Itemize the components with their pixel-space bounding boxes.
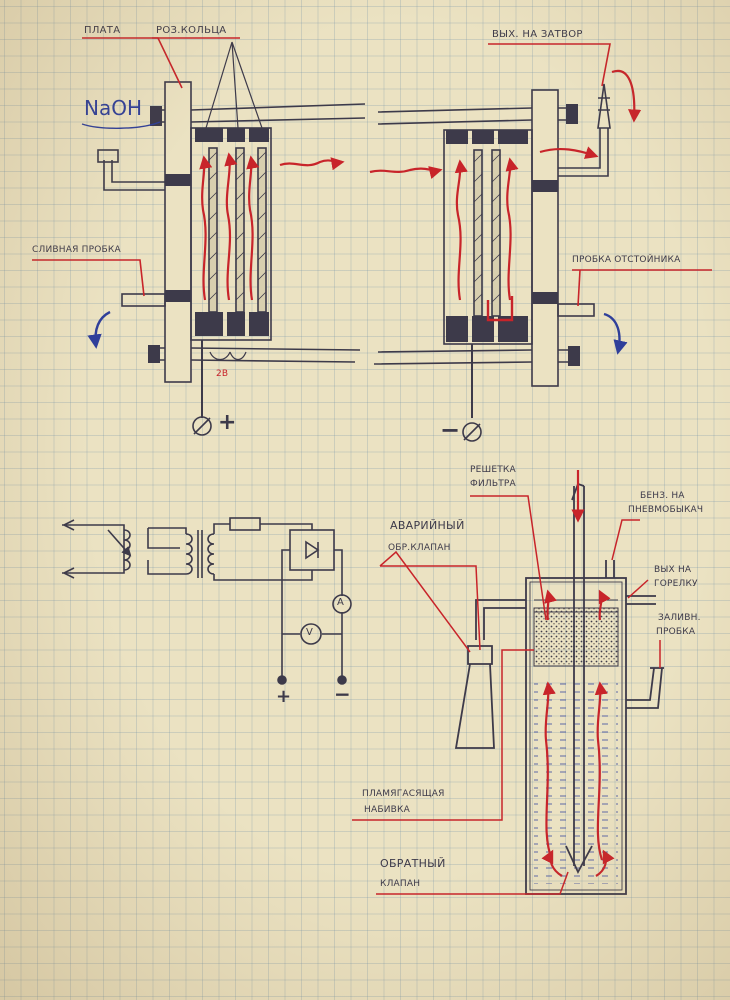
fill-plug-label-1: ЗАЛИВН. xyxy=(658,613,701,623)
rings-label: РОЗ.КОЛЬЦА xyxy=(156,25,227,36)
burner-outlet-label-2: ГОРЕЛКУ xyxy=(654,579,698,589)
filter-grid-label-1: РЕШЕТКА xyxy=(470,465,516,475)
check-valve-label-1: ОБРАТНЫЙ xyxy=(380,857,446,870)
gasoline-inlet-label-1: БЕНЗ. НА xyxy=(640,491,685,501)
drain-plug-label: СЛИВНАЯ ПРОБКА xyxy=(32,245,121,255)
inlet-tube xyxy=(573,486,585,866)
gate-outlet-label: ВЫХ. НА ЗАТВОР xyxy=(492,29,583,40)
rectifier-bridge xyxy=(289,529,335,571)
settler-plug xyxy=(557,303,595,317)
flame-packing xyxy=(533,607,619,667)
flame-packing-label-1: ПЛАМЯГАСЯЩАЯ xyxy=(362,789,445,799)
left-electrolyzer xyxy=(97,81,366,436)
naoh-label: NaOH xyxy=(84,96,142,120)
drain-arrow-right xyxy=(603,312,628,355)
fill-plug-label-2: ПРОБКА xyxy=(656,627,696,637)
burner-outlet-label-1: ВЫХ НА xyxy=(654,565,692,575)
gasoline-inlet-label-2: ПНЕВМОБЫКАЧ xyxy=(628,505,704,515)
right-flow-arrows xyxy=(369,69,642,322)
left-end-plate xyxy=(164,81,192,383)
burner-outlet xyxy=(626,595,656,605)
gate-leader-lines xyxy=(352,495,661,895)
voltmeter-label: V xyxy=(306,627,313,638)
plate-label: ПЛАТА xyxy=(84,25,121,36)
fill-plug-pipe xyxy=(626,667,663,709)
flame-packing-label-2: НАБИВКА xyxy=(364,805,410,815)
right-minus-label: − xyxy=(440,416,461,444)
ammeter-label: A xyxy=(337,597,344,608)
gate-flow-arrows xyxy=(541,470,615,877)
left-plus-label: + xyxy=(218,410,237,435)
filter-grid-label-2: ФИЛЬТРА xyxy=(470,479,516,489)
gate-body xyxy=(525,577,627,895)
emergency-valve-label-1: АВАРИЙНЫЙ xyxy=(390,519,465,532)
gate-outlet-pipe xyxy=(558,128,609,177)
circuit-minus-label: − xyxy=(334,682,351,706)
naoh-underline xyxy=(81,121,161,129)
gate-connector xyxy=(597,83,611,129)
fuse xyxy=(229,517,261,531)
water-gate xyxy=(454,482,664,895)
autotransformer-coil xyxy=(185,533,193,575)
emergency-valve-label-2: ОБР.КЛАПАН xyxy=(388,543,451,553)
right-electrolyzer xyxy=(373,83,611,442)
emergency-valve xyxy=(467,645,493,665)
secondary-coil xyxy=(207,533,215,575)
power-circuit xyxy=(62,517,352,685)
top-leader-lines xyxy=(32,37,712,307)
rings-pointer-lines xyxy=(205,41,263,361)
emergency-pipe xyxy=(475,599,526,640)
drain-arrow-left xyxy=(87,310,111,349)
right-end-plate xyxy=(531,89,559,387)
voltage-label: 2В xyxy=(216,369,229,379)
circuit-plus-label: + xyxy=(276,686,292,707)
settler-plug-label: ПРОБКА ОТСТОЙНИКА xyxy=(572,255,681,265)
left-flow-arrows xyxy=(199,152,345,301)
naoh-inlet-pipe xyxy=(103,160,165,191)
gasoline-inlet-tube xyxy=(605,560,615,578)
check-valve-label-2: КЛАПАН xyxy=(380,879,421,889)
